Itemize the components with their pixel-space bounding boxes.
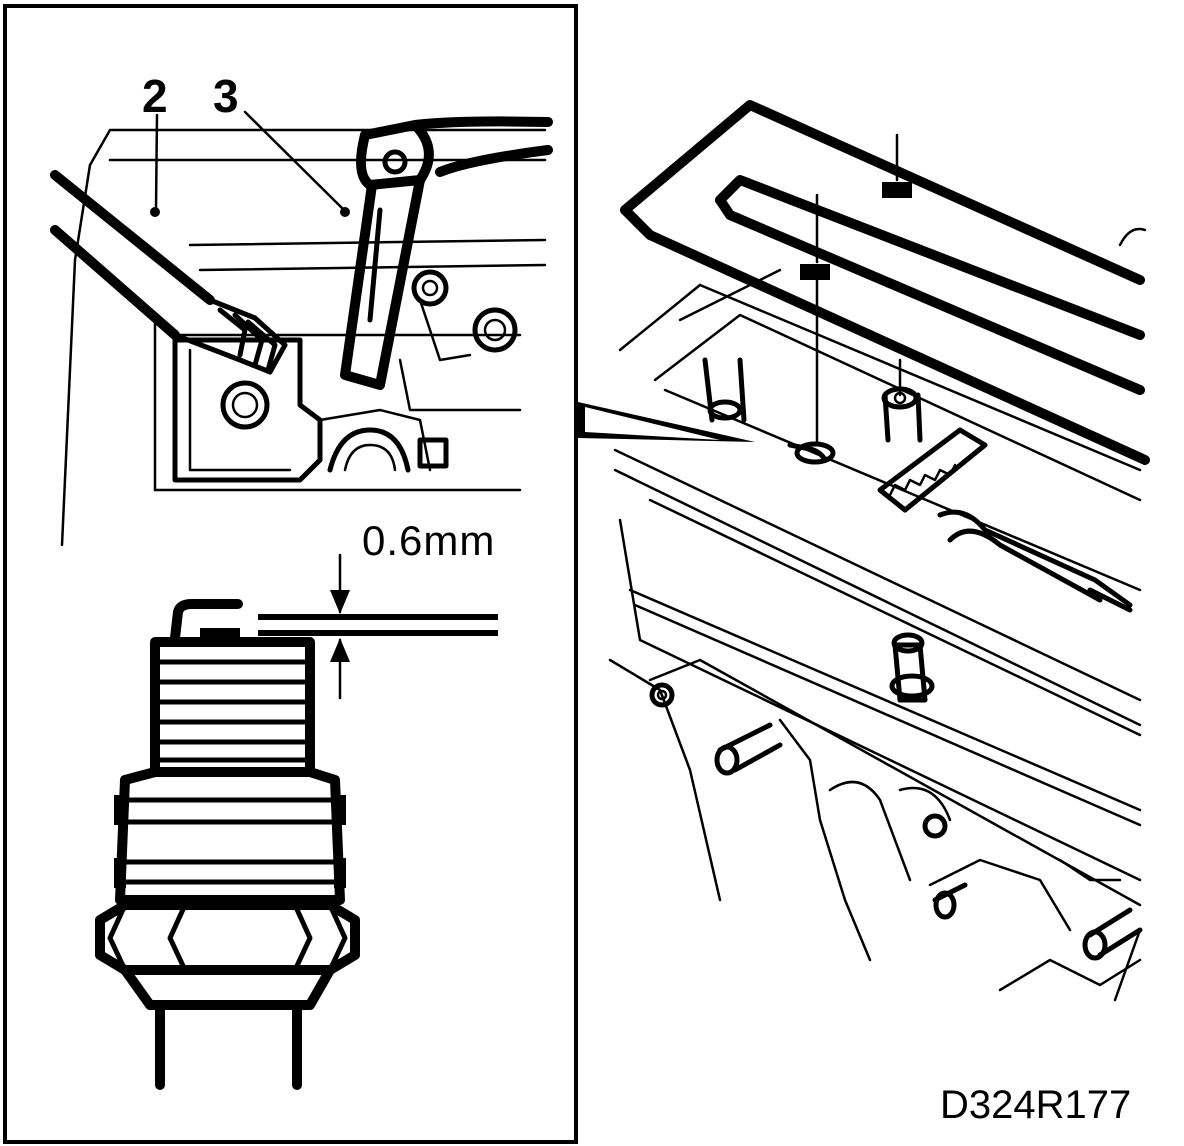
svg-text:D324R177: D324R177: [940, 1083, 1131, 1127]
svg-text:3: 3: [213, 70, 239, 122]
gap-dimension-label: 0.6mm: [362, 517, 495, 564]
gap-dimension: 0.6mm: [258, 517, 498, 700]
callout-3: 3: [213, 70, 239, 122]
engine-cover-view: [608, 100, 1150, 1002]
inset-pointer: [578, 402, 755, 442]
inset-engine-detail: [50, 110, 553, 547]
figure-code: D324R177: [940, 1083, 1131, 1127]
svg-text:2: 2: [142, 70, 168, 122]
thread-lines: [157, 659, 308, 763]
callout-2: 2: [142, 70, 168, 122]
spark-plug-illustration: [95, 599, 360, 1090]
